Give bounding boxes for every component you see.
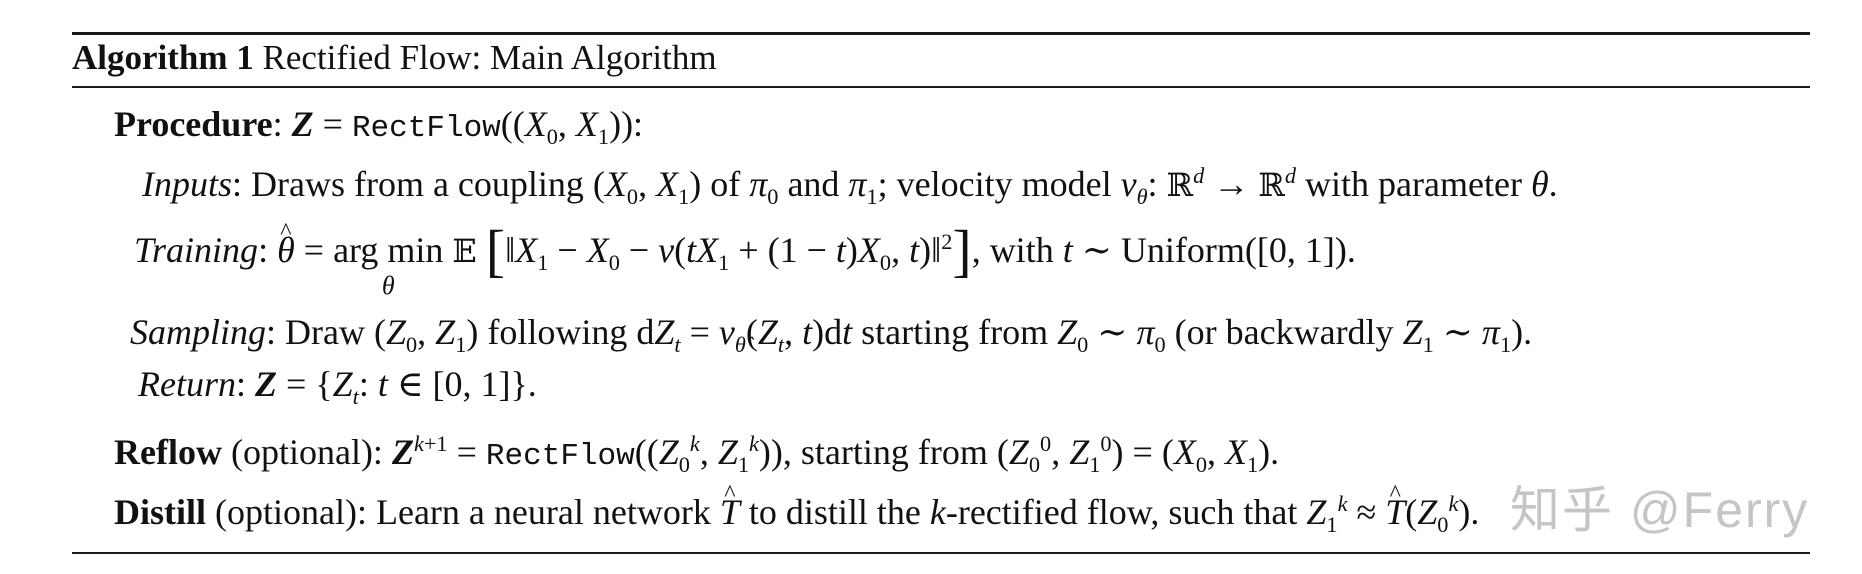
bottom-rule <box>72 552 1810 554</box>
procedure-label: Procedure <box>114 104 273 144</box>
top-rule <box>72 32 1810 35</box>
inputs-label: Inputs <box>142 164 232 204</box>
return-line: Return: Z = {Zt: t ∈ [0, 1]}. <box>138 364 537 410</box>
distill-line: Distill (optional): Learn a neural netwo… <box>114 490 1479 536</box>
training-label: Training <box>134 230 259 270</box>
zhihu-watermark: 知乎 @Ferry <box>1510 482 1810 538</box>
inputs-line: Inputs: Draws from a coupling (X0, X1) o… <box>142 163 1558 210</box>
sampling-label: Sampling <box>130 312 267 352</box>
reflow-line: Reflow (optional): Zk+1 = RectFlow((Z0k,… <box>114 431 1280 478</box>
rectflow-call: RectFlow <box>351 111 501 146</box>
header-rule <box>72 86 1810 88</box>
return-label: Return <box>138 364 236 404</box>
sampling-line: Sampling: Draw (Z0, Z1) following dZt = … <box>130 312 1533 358</box>
distill-label: Distill <box>114 492 207 532</box>
reflow-rectflow-call: RectFlow <box>485 439 635 474</box>
algorithm-label: Algorithm 1 <box>72 38 254 77</box>
reflow-label: Reflow <box>114 432 222 472</box>
procedure-line: Procedure: Z = RectFlow((X0, X1)): <box>114 104 644 150</box>
algorithm-title: Algorithm 1 Rectified Flow: Main Algorit… <box>72 36 717 80</box>
algorithm-name: Rectified Flow: Main Algorithm <box>262 38 717 77</box>
